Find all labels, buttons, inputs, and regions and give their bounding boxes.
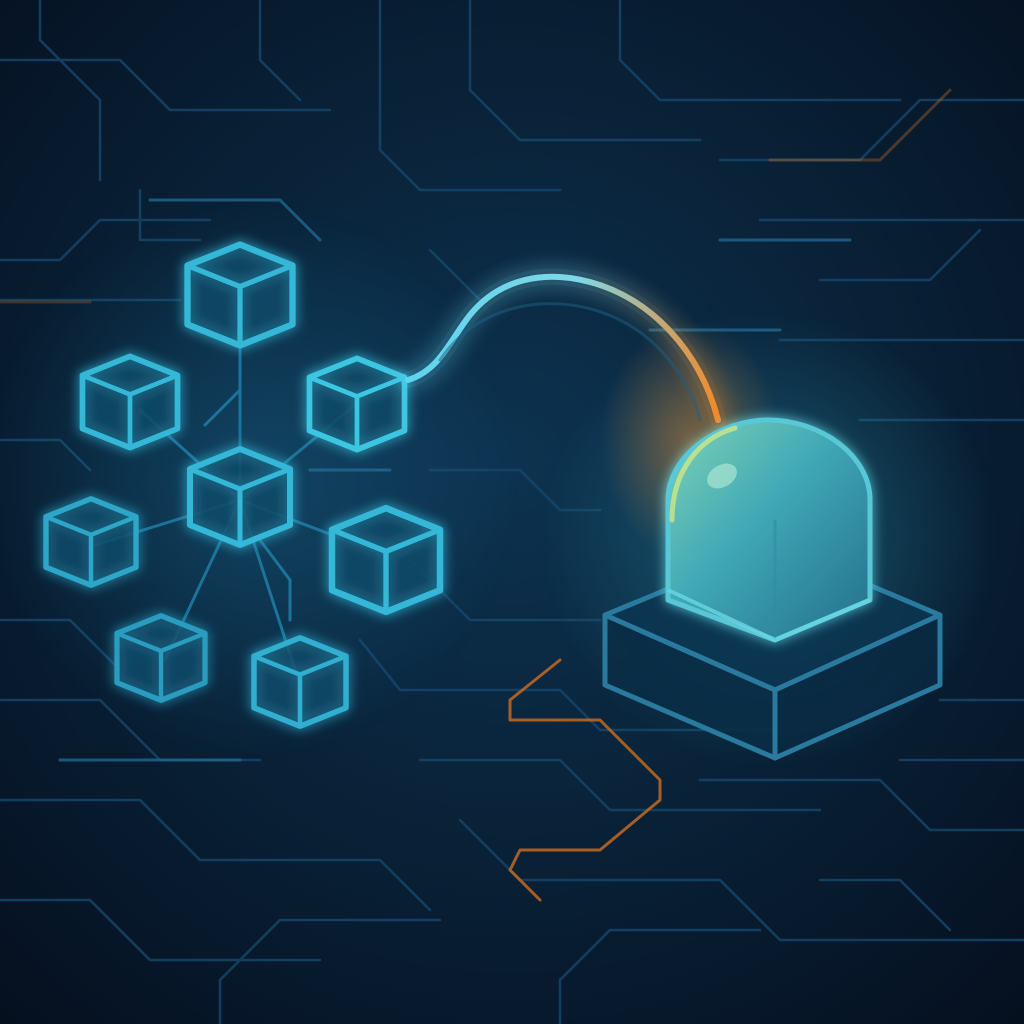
cube-upper-left [79, 353, 181, 451]
signal-arc-icon [400, 268, 726, 428]
dome-highlight [707, 463, 737, 489]
cube-network [43, 241, 444, 729]
cube-center [187, 446, 293, 548]
cube-lower-left [114, 613, 208, 703]
cube-right [328, 504, 444, 616]
cube-lower-right [251, 635, 349, 729]
cube-left [43, 496, 139, 588]
cube-top [184, 241, 296, 349]
dome-beacon-icon [602, 417, 943, 761]
beacon-dome [665, 417, 873, 643]
cube-upper-right [306, 355, 408, 453]
